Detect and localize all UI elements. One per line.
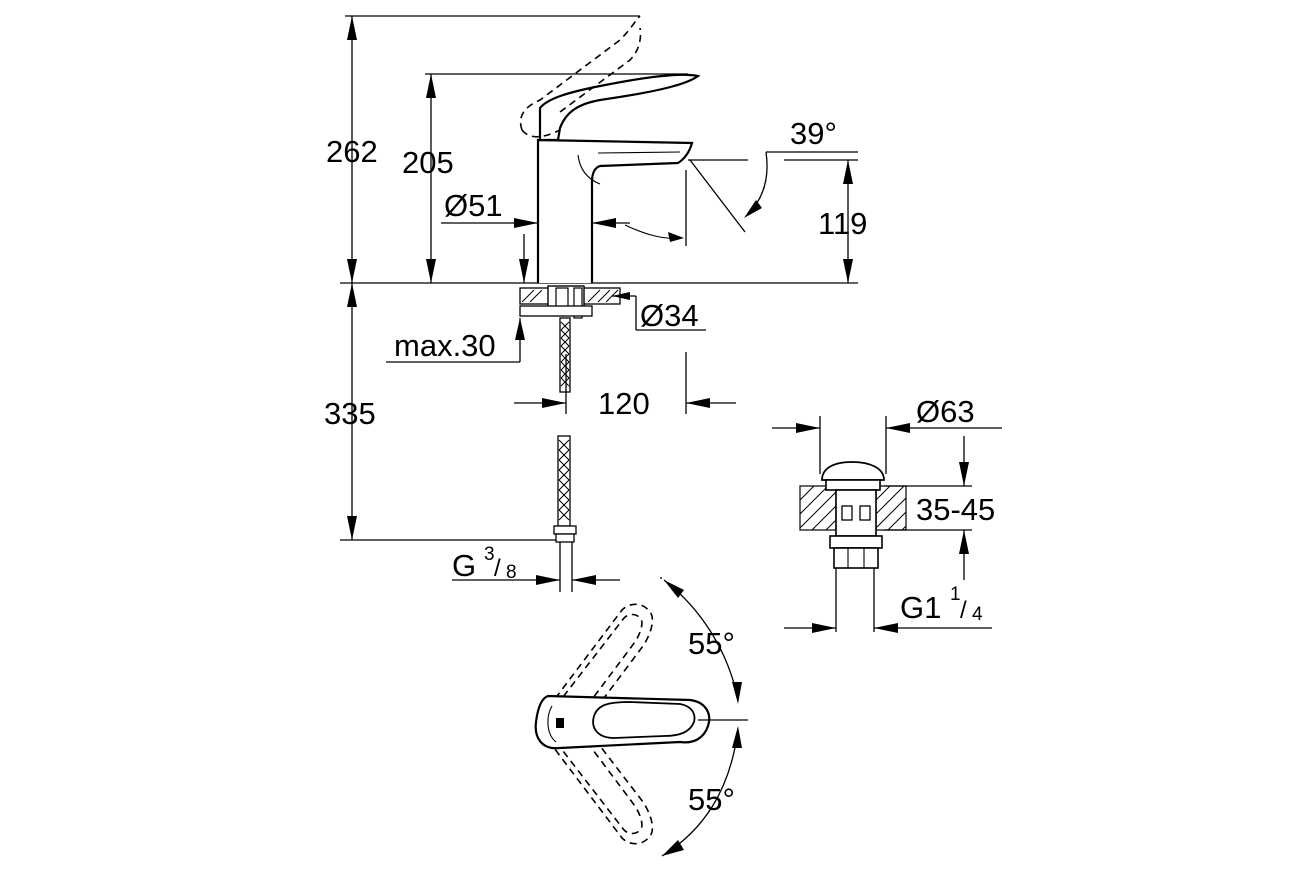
label-spout-height: 205 — [402, 145, 454, 180]
faucet-side-view — [340, 15, 858, 592]
label-connection-slash: / — [494, 555, 501, 582]
dimension-lines — [340, 15, 858, 585]
label-projection: 120 — [598, 386, 650, 421]
label-hole-diameter: Ø34 — [640, 298, 699, 333]
label-lever-angle: 39° — [790, 116, 837, 151]
label-deck-thickness: max.30 — [394, 328, 496, 363]
lever-top-view — [534, 577, 748, 857]
label-body-diameter: Ø51 — [444, 188, 503, 223]
label-total-height: 262 — [326, 134, 378, 169]
label-connection-thread: G — [452, 548, 476, 583]
label-waste-den: 4 — [972, 604, 983, 625]
label-waste-thread: G1 — [900, 590, 941, 625]
label-connection-den: 8 — [506, 562, 517, 583]
label-waste-num: 1 — [950, 584, 961, 605]
label-waste-slash: / — [960, 597, 967, 624]
label-connection-num: 3 — [484, 544, 495, 565]
label-rotation-right: 55° — [688, 782, 735, 817]
waste-assembly — [772, 416, 1002, 633]
dimension-labels: 262 205 Ø51 39° 119 Ø34 max.30 335 120 G… — [324, 116, 995, 817]
label-waste-diameter: Ø63 — [916, 394, 975, 429]
label-hose-length: 335 — [324, 396, 376, 431]
label-basin-thickness: 35-45 — [916, 492, 995, 527]
label-outlet-height: 119 — [818, 206, 867, 241]
label-rotation-left: 55° — [688, 626, 735, 661]
